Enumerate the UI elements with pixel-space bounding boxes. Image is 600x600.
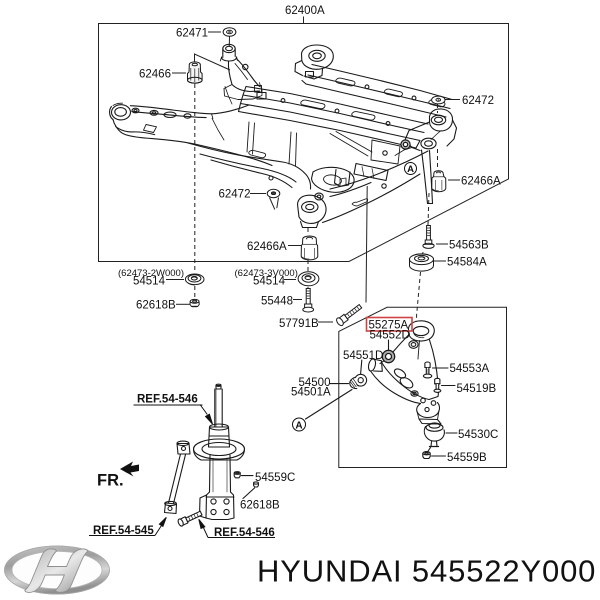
svg-text:54530C: 54530C [458, 429, 498, 441]
svg-text:REF.54-546: REF.54-546 [214, 527, 275, 539]
svg-text:54514: 54514 [253, 276, 286, 288]
svg-text:62466A: 62466A [247, 241, 287, 253]
svg-text:54500: 54500 [299, 377, 331, 389]
svg-text:62472: 62472 [219, 189, 251, 201]
svg-text:HYUNDAI 545522Y000: HYUNDAI 545522Y000 [257, 554, 596, 589]
svg-text:54553A: 54553A [450, 363, 490, 375]
svg-text:54551D: 54551D [343, 350, 383, 362]
svg-text:54584A: 54584A [447, 257, 487, 269]
svg-text:FR.: FR. [97, 472, 124, 490]
svg-text:54559B: 54559B [447, 452, 487, 464]
svg-text:62472: 62472 [462, 95, 494, 107]
svg-text:62400A: 62400A [285, 5, 325, 17]
svg-text:54563B: 54563B [449, 240, 489, 252]
svg-text:54501A: 54501A [291, 387, 331, 399]
svg-text:REF.54-545: REF.54-545 [93, 525, 154, 537]
svg-text:54552D: 54552D [370, 330, 410, 342]
svg-text:55275A: 55275A [369, 320, 409, 332]
svg-text:62466A: 62466A [461, 176, 501, 188]
svg-text:54514: 54514 [133, 276, 166, 288]
svg-text:55448: 55448 [261, 296, 293, 308]
svg-text:57791B: 57791B [279, 318, 319, 330]
svg-text:62618B: 62618B [136, 300, 176, 312]
svg-text:REF.54-546: REF.54-546 [137, 394, 198, 406]
svg-text:A: A [295, 420, 302, 431]
svg-text:62466: 62466 [139, 69, 171, 81]
svg-text:62618B: 62618B [240, 500, 280, 512]
svg-text:54559C: 54559C [255, 472, 295, 484]
svg-text:54519B: 54519B [457, 383, 497, 395]
svg-text:(62473-2W000): (62473-2W000) [118, 268, 184, 279]
svg-text:(62473-3V000): (62473-3V000) [235, 268, 298, 279]
svg-text:A: A [407, 164, 414, 175]
svg-text:62471: 62471 [176, 28, 208, 40]
